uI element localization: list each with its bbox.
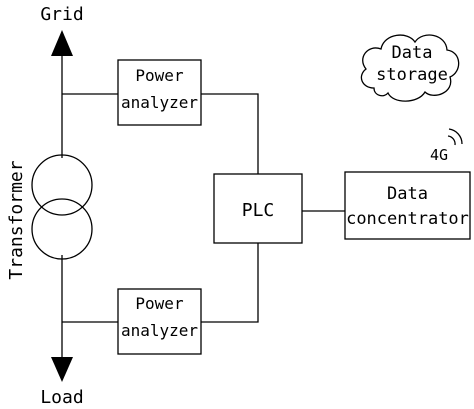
power-analyzer-top-box xyxy=(117,59,202,126)
transformer-label: Transformer xyxy=(6,160,27,279)
data-storage-label-line1: Data xyxy=(392,43,433,63)
power-analyzer-bottom-label-line2: analyzer xyxy=(121,321,198,340)
wireless-signal-icon xyxy=(447,128,463,146)
grid-label: Grid xyxy=(40,4,83,25)
data-concentrator-label-line1: Data xyxy=(387,184,428,204)
plc-box xyxy=(213,173,303,244)
top-analyzer-to-plc-line xyxy=(201,93,259,174)
power-analyzer-bottom-box xyxy=(117,288,202,355)
data-concentrator-box xyxy=(344,171,471,240)
plc-label: PLC xyxy=(242,200,275,221)
grid-arrow-icon xyxy=(51,30,73,56)
power-analyzer-bottom-label-line1: Power xyxy=(135,294,184,313)
transformer-icon xyxy=(31,154,93,260)
data-concentrator-label-line2: concentrator xyxy=(346,209,469,229)
power-analyzer-top-label-line2: analyzer xyxy=(121,93,198,112)
wireless-4g-label: 4G xyxy=(430,146,448,164)
bottom-analyzer-to-plc-line xyxy=(201,243,259,323)
load-label: Load xyxy=(40,387,83,408)
power-analyzer-top-label-line1: Power xyxy=(135,66,184,85)
load-arrow-icon xyxy=(51,357,73,382)
cloud-icon xyxy=(360,34,460,102)
data-storage-label-line2: storage xyxy=(376,65,448,85)
